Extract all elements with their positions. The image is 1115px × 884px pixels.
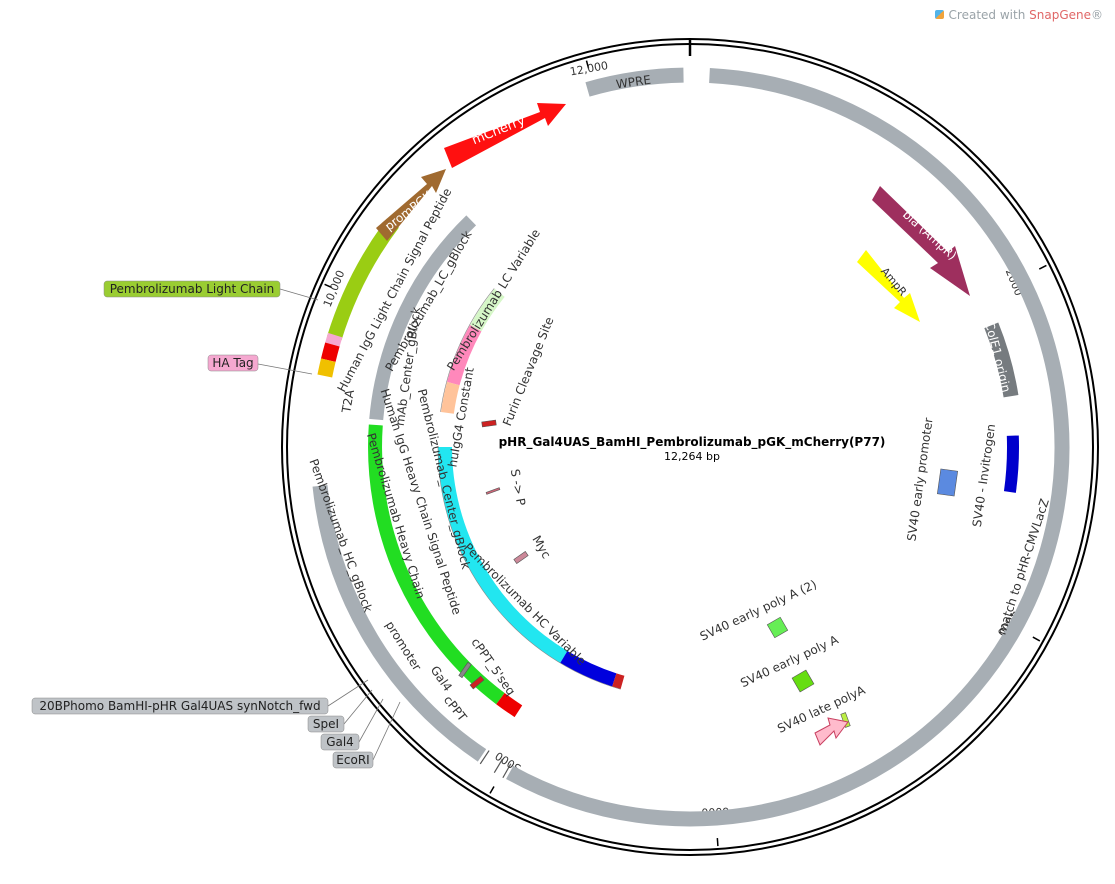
hc-variable-arc[interactable]: [560, 650, 617, 687]
gal4-label: Gal4: [428, 663, 455, 694]
plasmid-size: 12,264 bp: [664, 450, 720, 463]
sv40-promoter-label: SV40 early promoter: [904, 417, 935, 542]
s-p-mark[interactable]: [485, 487, 501, 495]
lc-center-pink-arc[interactable]: [447, 325, 482, 386]
cole1-arc[interactable]: [984, 322, 1019, 398]
promoter-divider: [479, 750, 490, 765]
ha-tag-callout[interactable]: [207, 354, 259, 372]
lc-center-outline: [440, 288, 495, 412]
cppt-5seq-block[interactable]: [458, 661, 472, 679]
spei-callout-label: SpeI: [313, 717, 339, 731]
plasmid-name: pHR_Gal4UAS_BamHI_Pembrolizumab_pGK_mChe…: [499, 435, 886, 450]
lc-gblock-arc[interactable]: [369, 215, 477, 421]
igg-hc-signal-arc[interactable]: [496, 692, 523, 718]
constant-outline: [437, 446, 621, 690]
late-polya-arrow[interactable]: [814, 717, 849, 746]
ampr-arrow[interactable]: [857, 250, 920, 322]
igg-lc-signal-arc[interactable]: [317, 358, 336, 378]
bla-arrow[interactable]: [872, 186, 970, 296]
sv40-invitrogen-label: SV40 - Invitrogen: [970, 423, 998, 528]
cppt-block[interactable]: [469, 675, 485, 690]
ecori-callout-label: EcoRI: [336, 753, 369, 767]
ha-tag-callout-label: HA Tag: [212, 356, 253, 370]
sv40-promoter-block[interactable]: [937, 468, 958, 497]
callout-boxes: Pembrolizumab Light Chain HA Tag 20BPhomo …: [31, 280, 374, 769]
myc-label: Myc: [529, 533, 553, 561]
t2a-arc[interactable]: [321, 342, 340, 362]
light-chain-callout[interactable]: [103, 280, 281, 298]
ecori-callout[interactable]: [332, 751, 374, 769]
watermark-brand: SnapGene: [1029, 8, 1091, 22]
snapgene-logo-icon: [934, 10, 944, 19]
main-backbone-arc[interactable]: [506, 68, 1070, 827]
primer-callout-label: 20BPhomo BamHI-pHR Gal4UAS synNotch_fwd: [39, 699, 320, 713]
heavy-chain-arc[interactable]: [368, 424, 505, 705]
polya2-label: SV40 early poly A (2): [698, 577, 819, 643]
light-chain-leader: [279, 288, 319, 301]
cppt-divider: [502, 763, 512, 779]
feature-blocks: [458, 419, 958, 728]
polya2-block[interactable]: [766, 616, 789, 639]
gal4-divider: [493, 758, 504, 774]
furin-label: Furin Cleavage Site: [500, 315, 557, 428]
wpre-arc[interactable]: [585, 67, 684, 97]
watermark-prefix: Created with: [948, 8, 1030, 22]
primer-callout[interactable]: [31, 697, 329, 715]
hc-gblock-arc[interactable]: [312, 485, 487, 762]
tick-1: [1038, 264, 1047, 270]
watermark-suffix: ®: [1091, 8, 1103, 22]
furin-block[interactable]: [481, 419, 497, 428]
polya-block[interactable]: [791, 669, 815, 693]
gal4-site-callout[interactable]: [320, 733, 360, 751]
snapgene-watermark: Created with SnapGene®: [934, 8, 1103, 22]
myc-block[interactable]: [513, 551, 529, 564]
s-p-label: S -> P: [508, 468, 528, 507]
t2a-label: T2A: [339, 388, 357, 415]
sv40-invitrogen-arc[interactable]: [1003, 435, 1019, 493]
tick-label-0: 12,000: [569, 59, 609, 78]
gal4-site-leader: [358, 698, 384, 743]
tick-0: [585, 60, 590, 69]
ha-tag-leader: [257, 363, 313, 375]
feature-arcs: [312, 67, 1070, 827]
hc-tip-arc[interactable]: [612, 673, 625, 690]
spei-callout[interactable]: [307, 715, 345, 733]
light-chain-callout-label: Pembrolizumab Light Chain: [110, 282, 275, 296]
tick-3: [716, 837, 719, 847]
late-polya-label: SV40 late polyA: [775, 683, 868, 736]
primer-leader: [327, 679, 369, 707]
polya-label: SV40 early poly A: [738, 632, 841, 690]
lc-variable-arc[interactable]: [470, 288, 505, 332]
constant-arc[interactable]: [438, 446, 568, 663]
tick-4: [324, 283, 333, 289]
callout-leaders: [257, 288, 401, 761]
ha-tag-arc[interactable]: [325, 332, 343, 347]
wpre-label: WPRE: [615, 73, 652, 92]
spei-leader: [343, 689, 373, 725]
mab-center-arc[interactable]: [440, 381, 460, 414]
prompgk-arrow[interactable]: [376, 169, 446, 241]
tick-5: [489, 786, 495, 794]
tick-2: [1032, 636, 1041, 642]
gal4-site-callout-label: Gal4: [326, 735, 354, 749]
mcherry-arrow[interactable]: [444, 103, 566, 168]
ecori-leader: [372, 701, 401, 761]
